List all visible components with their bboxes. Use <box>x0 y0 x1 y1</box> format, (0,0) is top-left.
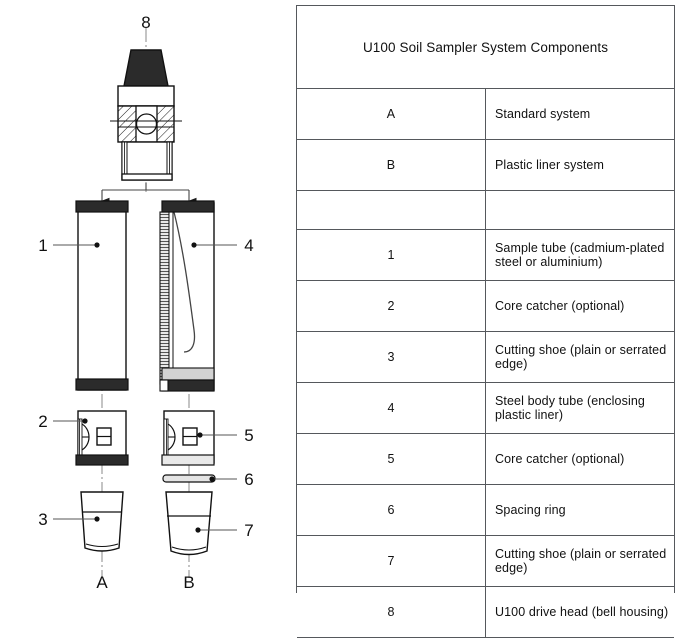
drive-head-assembly <box>110 49 182 181</box>
core-catcher-2 <box>75 410 129 466</box>
cutting-shoe-7-body <box>165 491 213 556</box>
cutting-shoe-3 <box>80 491 124 552</box>
core-catcher-2-band <box>75 454 129 466</box>
sample-tube-1 <box>75 200 129 391</box>
sample-tube-top-band <box>75 200 129 213</box>
row-key: 6 <box>297 484 486 536</box>
components-table: U100 Soil Sampler System Components A St… <box>296 5 675 638</box>
cutting-shoe-3-body <box>80 491 124 552</box>
row-key: 1 <box>297 229 486 281</box>
row-key: 3 <box>297 331 486 383</box>
table-row: 4 Steel body tube (enclosing plastic lin… <box>297 382 674 434</box>
table-row: 5 Core catcher (optional) <box>297 433 674 485</box>
drive-head-body-upper <box>117 85 175 107</box>
sample-tube-bottom-band <box>75 378 129 391</box>
row-description: U100 drive head (bell housing) <box>485 586 674 638</box>
cutting-shoe-7 <box>165 491 213 556</box>
callout-7-label: 7 <box>244 521 253 540</box>
liner-protrusion <box>159 379 169 392</box>
body-tube-grey-band <box>161 367 215 381</box>
leader-dots <box>82 242 215 533</box>
row-description: Core catcher (optional) <box>485 433 674 485</box>
row-key <box>297 190 486 230</box>
row-key: B <box>297 139 486 191</box>
row-description: Steel body tube (enclosing plastic liner… <box>485 382 674 434</box>
drive-head-ball <box>135 113 158 135</box>
row-key: 8 <box>297 586 486 638</box>
drive-head-base-flange <box>121 173 173 181</box>
leader-lines <box>53 244 237 531</box>
callout-2-label: 2 <box>38 412 47 431</box>
callout-5-label: 5 <box>244 426 253 445</box>
drive-head-cone <box>123 49 169 87</box>
table-row: 2 Core catcher (optional) <box>297 280 674 332</box>
table-row-spacer <box>297 190 674 230</box>
callout-3-label: 3 <box>38 510 47 529</box>
table-row: A Standard system <box>297 88 674 140</box>
cutaway-curve <box>173 211 196 353</box>
table-title-row: U100 Soil Sampler System Components <box>297 6 674 89</box>
row-description: Cutting shoe (plain or serrated edge) <box>485 331 674 383</box>
callout-8-label: 8 <box>141 13 150 32</box>
body-tube-top-band <box>161 200 215 213</box>
row-description: Core catcher (optional) <box>485 280 674 332</box>
core-catcher-5 <box>161 410 215 466</box>
column-label-a: A <box>96 573 108 592</box>
callout-1-label: 1 <box>38 236 47 255</box>
row-description: Cutting shoe (plain or serrated edge) <box>485 535 674 587</box>
row-key: 4 <box>297 382 486 434</box>
table-title: U100 Soil Sampler System Components <box>297 6 674 89</box>
spacing-ring-6 <box>162 474 216 483</box>
table-row: 6 Spacing ring <box>297 484 674 536</box>
core-catcher-2-edge-rib <box>77 418 83 456</box>
row-description: Spacing ring <box>485 484 674 536</box>
table-row: 3 Cutting shoe (plain or serrated edge) <box>297 331 674 383</box>
sample-tube-body <box>77 202 127 391</box>
row-key: 5 <box>297 433 486 485</box>
callout-6-label: 6 <box>244 470 253 489</box>
split-bracket <box>100 183 197 205</box>
table-row: 8 U100 drive head (bell housing) <box>297 586 674 638</box>
row-key: 7 <box>297 535 486 587</box>
callout-8: 8 <box>141 13 150 32</box>
plastic-liner-strip <box>159 211 170 385</box>
cutting-shoe-3-edge <box>85 543 119 548</box>
table-row: B Plastic liner system <box>297 139 674 191</box>
row-description: Plastic liner system <box>485 139 674 191</box>
table-row: 7 Cutting shoe (plain or serrated edge) <box>297 535 674 587</box>
core-catcher-5-edge-rib <box>163 418 169 456</box>
callout-4-label: 4 <box>244 236 253 255</box>
table-row: 1 Sample tube (cadmium-plated steel or a… <box>297 229 674 281</box>
core-catcher-5-band <box>161 454 215 466</box>
column-label-b: B <box>183 573 194 592</box>
row-description: Standard system <box>485 88 674 140</box>
liner-inner-wall <box>168 211 174 385</box>
components-table-body: U100 Soil Sampler System Components A St… <box>297 6 674 638</box>
row-key: 2 <box>297 280 486 332</box>
row-description: Sample tube (cadmium-plated steel or alu… <box>485 229 674 281</box>
cutting-shoe-7-edge <box>171 546 207 551</box>
row-key: A <box>297 88 486 140</box>
body-tube-4 <box>159 200 215 392</box>
body-tube-bottom-band <box>161 379 215 392</box>
assembly-diagram: 8 <box>0 0 296 601</box>
spacing-ring-body <box>162 474 216 483</box>
row-description <box>485 190 674 230</box>
